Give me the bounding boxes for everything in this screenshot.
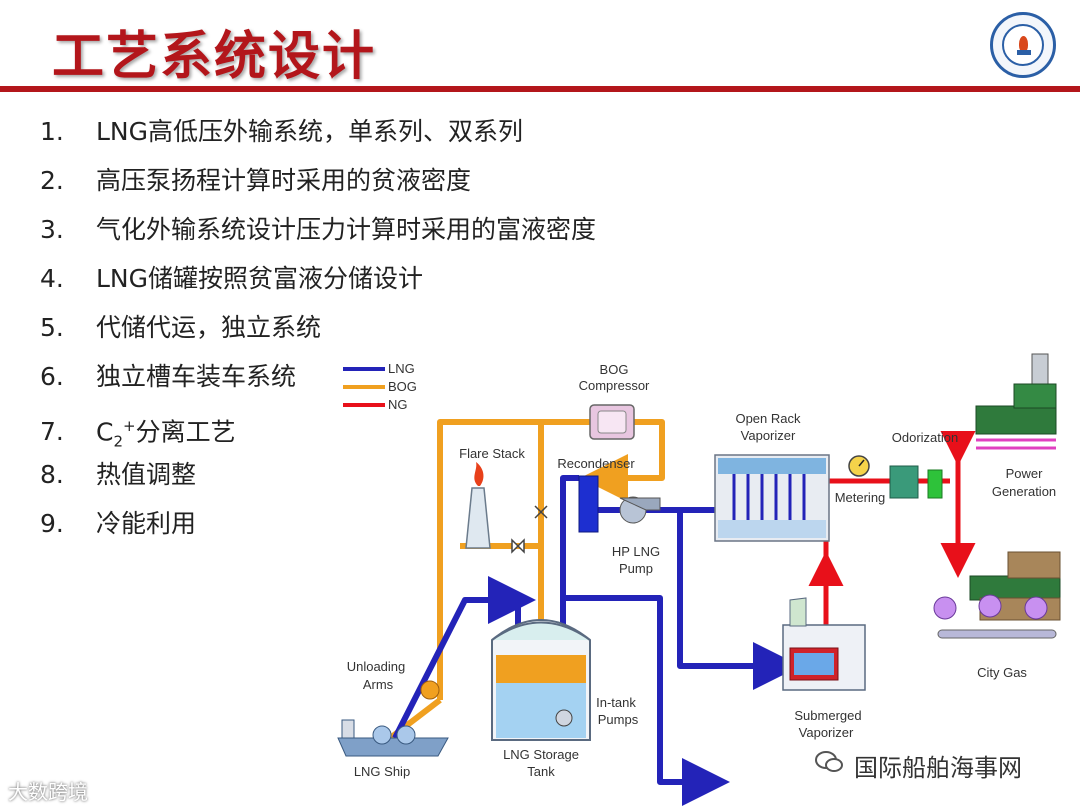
lng-line-intank-out: [560, 475, 579, 690]
power-plant-icon: Power Generation: [975, 353, 1057, 499]
list-item: 5.代储代运，独立系统: [40, 313, 322, 342]
legend-label-bog: BOG: [388, 379, 417, 394]
list-item: 4.LNG储罐按照贫富液分储设计: [40, 264, 424, 293]
university-logo: [990, 12, 1056, 78]
lng-storage-tank: LNG Storage Tank: [491, 619, 591, 779]
recondenser: Recondenser: [557, 456, 635, 533]
label-unloading-2: Arms: [363, 677, 394, 692]
label-submerged-1: Submerged: [794, 708, 861, 723]
watermark-left: 大数跨境: [8, 780, 88, 804]
lng-ship-icon: LNG Ship: [337, 719, 449, 779]
legend: LNG BOG NG: [343, 361, 417, 412]
label-odorization: Odorization: [892, 430, 958, 445]
list-item: 3.气化外输系统设计压力计算时采用的富液密度: [40, 215, 597, 244]
label-city-gas: City Gas: [977, 665, 1027, 680]
logo-emblem: [1002, 24, 1044, 66]
city-gas-icon: City Gas: [933, 551, 1061, 680]
lng-line-truck: [563, 595, 730, 806]
label-flare-stack: Flare Stack: [459, 446, 525, 461]
legend-label-lng: LNG: [388, 361, 415, 376]
label-storage-2: Tank: [527, 764, 555, 779]
list-item: 1.LNG高低压外输系统，单系列、双系列: [40, 117, 524, 146]
open-rack-vaporizer: Open Rack Vaporizer: [714, 411, 830, 542]
label-intank-2: Pumps: [598, 712, 639, 727]
label-unloading-1: Unloading: [347, 659, 406, 674]
list-item: 8.热值调整: [40, 460, 197, 489]
title-divider: [0, 86, 1080, 92]
label-bog-compressor-2: Compressor: [579, 378, 650, 393]
list-item: 6.独立槽车装车系统: [40, 362, 297, 391]
flare-stack: Flare Stack: [459, 446, 525, 549]
label-metering: Metering: [835, 490, 886, 505]
label-hp-pump-2: Pump: [619, 561, 653, 576]
lng-line-unloading: [392, 576, 536, 740]
wechat-icon: [815, 751, 843, 772]
label-storage-1: LNG Storage: [503, 747, 579, 762]
lng-line-submerged: [677, 510, 801, 690]
valve-icon: [511, 505, 548, 554]
label-ship: LNG Ship: [354, 764, 410, 779]
metering-gauge-icon: Metering: [835, 455, 886, 505]
bog-line-recondenser: [580, 419, 665, 502]
page-title: 工艺系统设计: [52, 27, 377, 87]
submerged-vaporizer: Submerged Vaporizer: [782, 597, 866, 740]
unloading-arms: Unloading Arms: [347, 659, 440, 700]
label-hp-pump-1: HP LNG: [612, 544, 660, 559]
hp-lng-pump: HP LNG Pump: [612, 496, 661, 576]
legend-label-ng: NG: [388, 397, 408, 412]
design-point-list: 1.LNG高低压外输系统，单系列、双系列 2.高压泵扬程计算时采用的贫液密度 3…: [40, 112, 596, 553]
odorization-unit: Odorization: [889, 430, 958, 499]
label-power-2: Generation: [992, 484, 1056, 499]
label-intank-1: In-tank: [596, 695, 636, 710]
label-power-1: Power: [1006, 466, 1044, 481]
label-open-rack-2: Vaporizer: [741, 428, 796, 443]
label-recondenser: Recondenser: [557, 456, 635, 471]
logo-book-icon: [1017, 50, 1031, 55]
list-item: 7.C2+分离工艺: [40, 417, 236, 451]
list-item: 2.高压泵扬程计算时采用的贫液密度: [40, 166, 472, 195]
bog-compressor: BOG Compressor: [579, 362, 650, 440]
label-submerged-2: Vaporizer: [799, 725, 854, 740]
watermark-right: 国际船舶海事网: [814, 748, 1054, 782]
label-open-rack-1: Open Rack: [735, 411, 801, 426]
label-bog-compressor-1: BOG: [600, 362, 629, 377]
flame-icon: [1019, 36, 1028, 52]
list-item: 9.冷能利用: [40, 509, 197, 538]
